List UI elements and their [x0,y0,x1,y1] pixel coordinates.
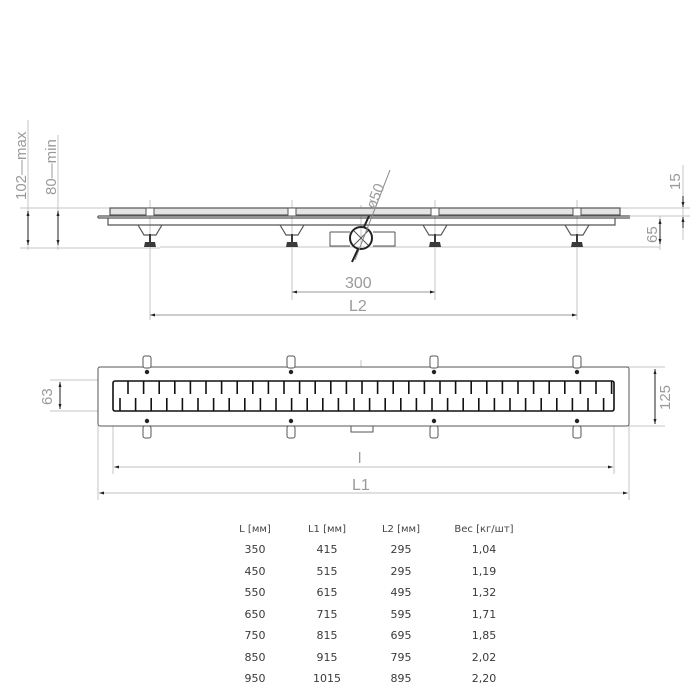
cell-weight: 1,71 [471,607,497,621]
cell-weight: 1,19 [471,564,497,578]
dim-flange-width: 125 [657,385,674,410]
cell-leg-spacing: 895 [390,672,412,686]
dim-channel-width: 63 [39,388,56,405]
cell-total-length: 915 [316,650,338,664]
cell-leg-spacing: 295 [390,543,412,557]
cell-weight: 1,85 [471,629,497,643]
cell-weight: 1,32 [471,586,497,600]
cell-length: 550 [244,586,266,600]
dim-height-max: 102—max [13,131,30,200]
table-row: 650 715 595 1,71 [224,604,534,626]
header-length: L [мм] [239,523,271,535]
table-row: 750 815 695 1,85 [224,625,534,647]
cell-leg-spacing: 495 [390,586,412,600]
table-header-row: L [мм] L1 [мм] L2 [мм] Вес [кг/шт] [224,519,534,539]
table-row: 350 415 295 1,04 [224,539,534,561]
cell-length: 350 [244,543,266,557]
cell-weight: 2,20 [471,672,497,686]
cell-length: 850 [244,650,266,664]
cell-length: 950 [244,672,266,686]
fixing-lugs [142,355,582,439]
cell-leg-spacing: 795 [390,650,412,664]
cell-total-length: 515 [316,564,338,578]
cell-weight: 1,04 [471,543,497,557]
cell-length: 450 [244,564,266,578]
table-row: 450 515 295 1,19 [224,561,534,583]
dim-grate-length: l [358,450,361,467]
outlet-pipe-icon [329,169,396,261]
dim-outlet-diameter: ø50 [363,181,388,211]
dim-total-length: L1 [352,477,370,494]
cell-total-length: 615 [316,586,338,600]
cell-leg-spacing: 295 [390,564,412,578]
cell-length: 750 [244,629,266,643]
header-weight: Вес [кг/шт] [454,523,514,535]
side-view: 102—max 80—min 15 65 ø50 300 L2 [13,120,690,320]
cell-leg-spacing: 695 [390,629,412,643]
cell-weight: 2,02 [471,650,497,664]
top-view: 63 125 l L1 [39,355,674,500]
cell-leg-spacing: 595 [390,607,412,621]
cell-length: 650 [244,607,266,621]
grate-channel [112,380,615,412]
table-row: 950 1015 895 2,20 [224,668,534,690]
cell-total-length: 1015 [313,672,341,686]
dim-outlet-offset: 300 [345,275,372,292]
cell-total-length: 815 [316,629,338,643]
dim-grate-thickness: 15 [667,173,684,190]
dim-leg-spacing: L2 [349,298,367,315]
table-row: 550 615 495 1,32 [224,582,534,604]
dim-body-height: 65 [644,226,661,243]
table-row: 850 915 795 2,02 [224,647,534,669]
dim-height-min: 80—min [43,139,60,195]
cell-total-length: 415 [316,543,338,557]
dimensions-table: L [мм] L1 [мм] L2 [мм] Вес [кг/шт] 350 4… [224,519,534,690]
header-total-length: L1 [мм] [307,523,346,535]
cell-total-length: 715 [316,607,338,621]
header-leg-spacing: L2 [мм] [381,523,420,535]
